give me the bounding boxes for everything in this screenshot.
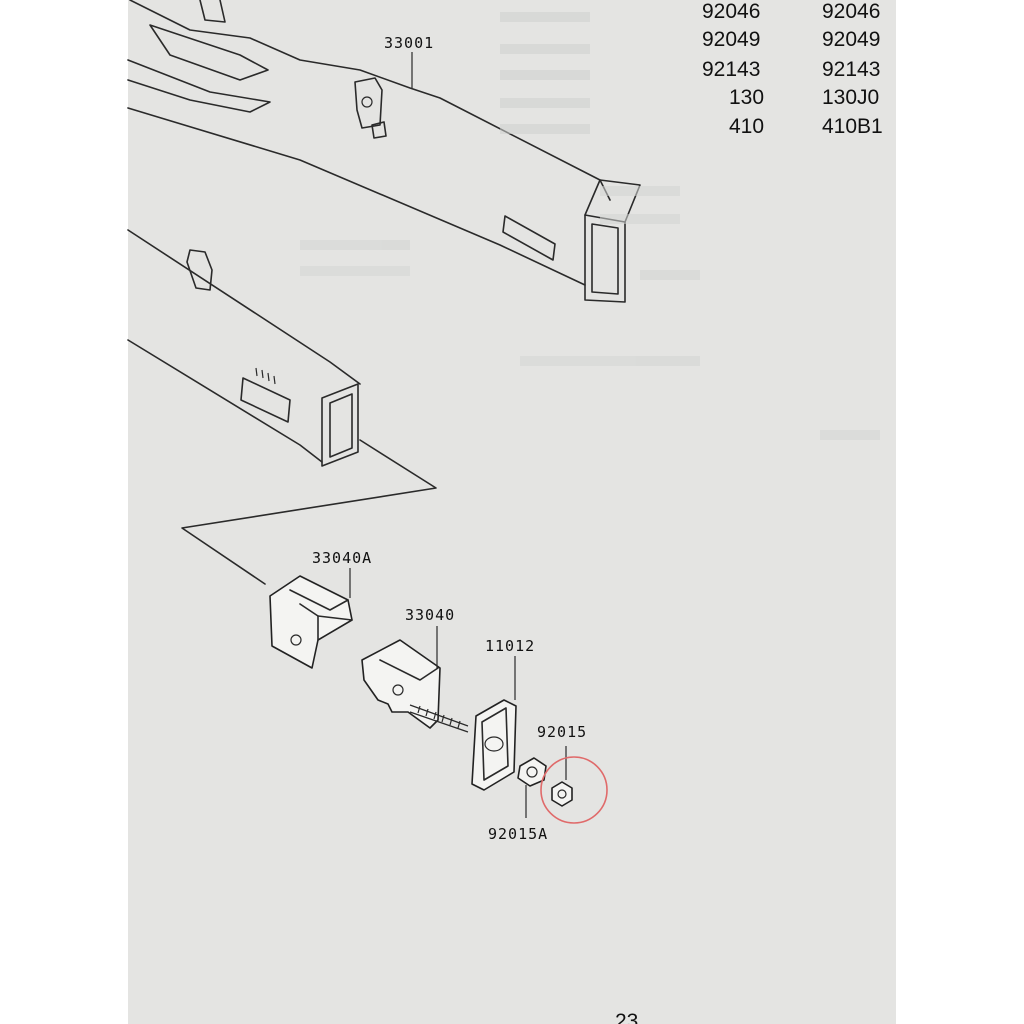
table-cell: 410B1 xyxy=(822,115,883,138)
swingarm-lower-tube xyxy=(127,229,361,467)
swingarm-upper-tube xyxy=(127,0,641,303)
callout-33001: 33001 xyxy=(384,34,434,52)
table-cell: 92143 xyxy=(702,58,760,81)
nut-92015 xyxy=(551,746,573,807)
table-cell: 92046 xyxy=(702,0,760,23)
highlight-circle xyxy=(540,756,608,824)
page-number: 23 xyxy=(615,1010,638,1024)
table-cell: 92143 xyxy=(822,58,880,81)
callout-33040A: 33040A xyxy=(312,549,372,567)
nut-92015A xyxy=(517,757,547,818)
callout-33040: 33040 xyxy=(405,606,455,624)
table-cell: 92046 xyxy=(822,0,880,23)
table-cell: 130J0 xyxy=(822,86,879,109)
table-cell: 92049 xyxy=(822,28,880,51)
bleed-through-text xyxy=(300,12,880,440)
callout-11012: 11012 xyxy=(485,637,535,655)
chain-guide-plate-11012 xyxy=(471,699,517,791)
table-cell: 92049 xyxy=(702,28,760,51)
adjuster-block-33040A xyxy=(269,575,353,669)
paper-sheet xyxy=(128,0,896,1024)
callout-92015: 92015 xyxy=(537,723,587,741)
leader-zigzag xyxy=(181,439,437,585)
table-cell: 130 xyxy=(729,86,764,109)
callout-92015A: 92015A xyxy=(488,825,548,843)
adjuster-bolt-33040 xyxy=(361,639,469,733)
parts-table: 92046 92049 92143 130 410 92046 92049 92… xyxy=(702,0,883,138)
table-cell: 410 xyxy=(729,115,764,138)
